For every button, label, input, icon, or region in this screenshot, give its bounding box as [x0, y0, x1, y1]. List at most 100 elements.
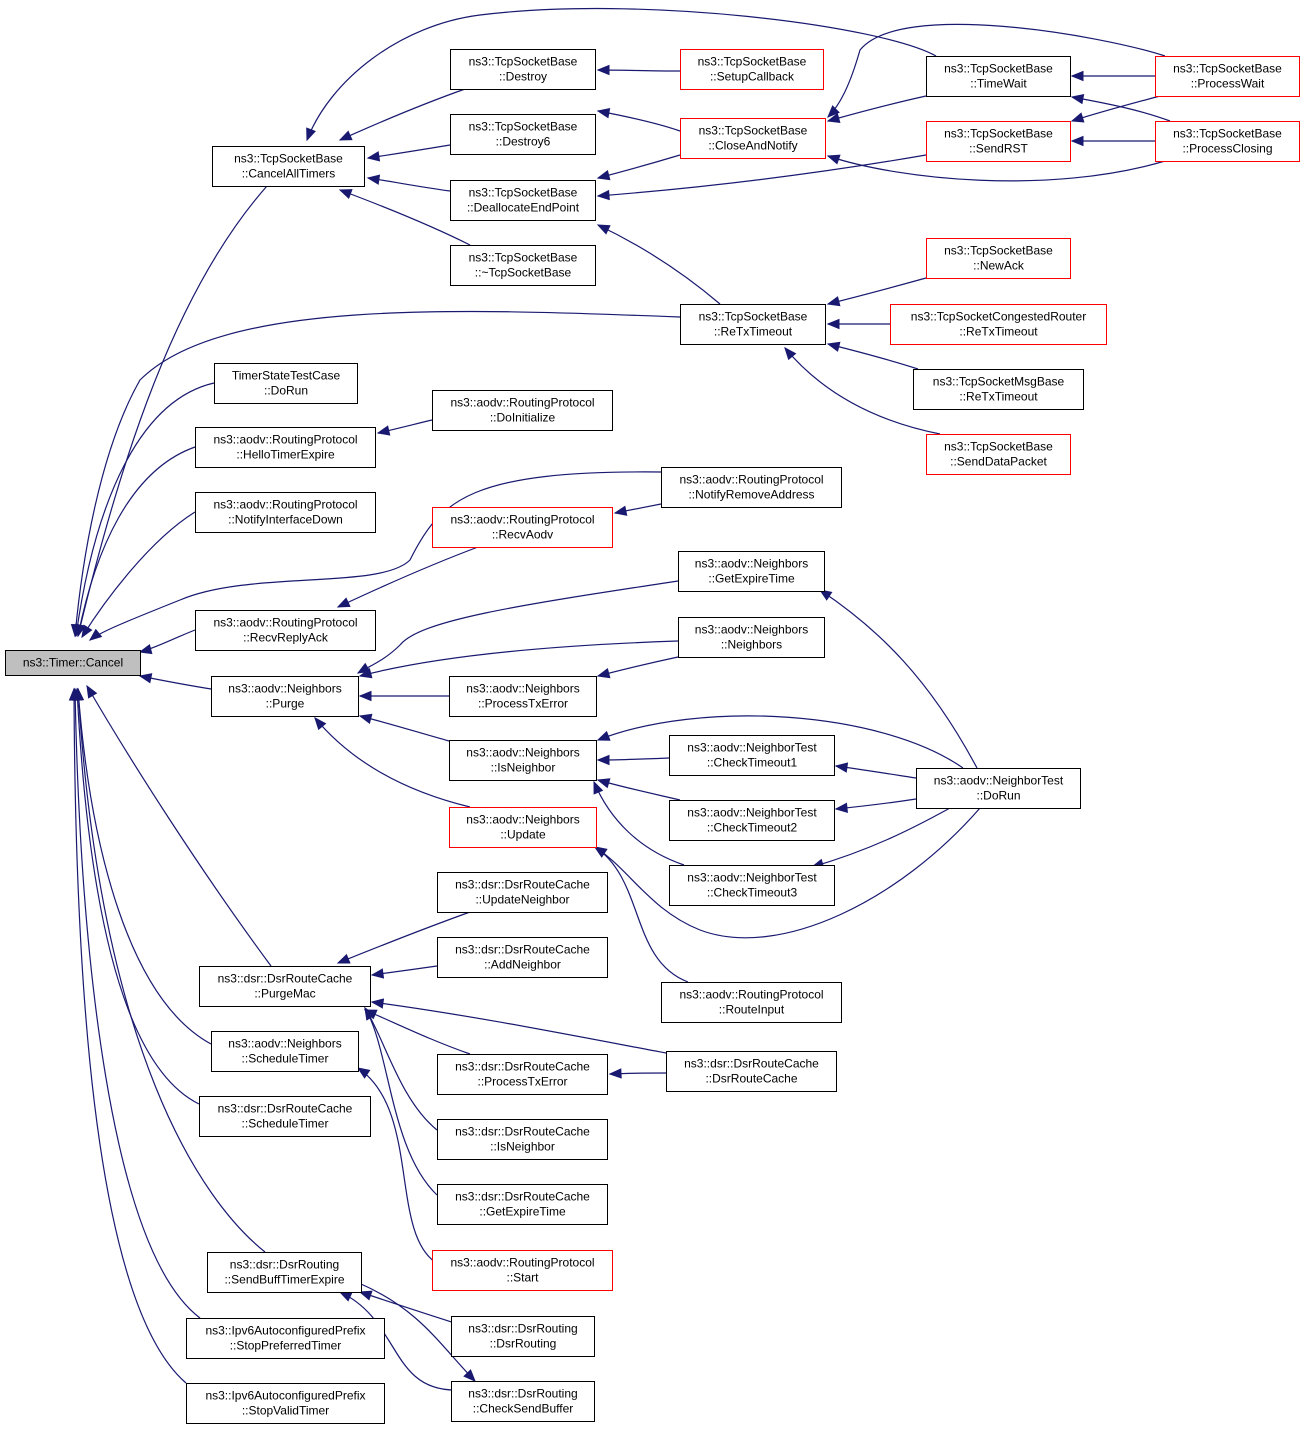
node-aodv_rp_hellotimerexpire[interactable]: ns3::aodv::RoutingProtocol::HelloTimerEx… — [195, 427, 376, 468]
node-timerstatetestcase_dorun[interactable]: TimerStateTestCase::DoRun — [214, 363, 358, 404]
node-tsb_processclosing[interactable]: ns3::TcpSocketBase::ProcessClosing — [1155, 121, 1300, 162]
node-tsb_retxtimeout[interactable]: ns3::TcpSocketBase::ReTxTimeout — [680, 304, 826, 345]
edge-ipv6_stopvalidtimer-to-timer_cancel — [68, 687, 187, 1384]
edge-line — [367, 144, 451, 159]
node-aodv_rp_routeinput[interactable]: ns3::aodv::RoutingProtocol::RouteInput — [661, 982, 842, 1023]
node-tsb_senddatapacket[interactable]: ns3::TcpSocketBase::SendDataPacket — [926, 434, 1071, 475]
arrowhead-icon — [138, 673, 153, 684]
node-aodv_nb_processtxerror[interactable]: ns3::aodv::Neighbors::ProcessTxError — [449, 676, 597, 717]
edge-aodv_nt_dorun-to-aodv_nt_checktimeout1 — [834, 762, 917, 779]
arrowhead-icon — [338, 130, 353, 141]
node-aodv_nt_checktimeout1[interactable]: ns3::aodv::NeighborTest::CheckTimeout1 — [669, 735, 835, 776]
edge-dsr_rc_dsrroutecache-to-dsr_rc_processtxerror — [608, 1068, 667, 1079]
node-tsb_setupcallback[interactable]: ns3::TcpSocketBase::SetupCallback — [680, 49, 824, 90]
node-aodv_rp_recvreplyack[interactable]: ns3::aodv::RoutingProtocol::RecvReplyAck — [195, 610, 376, 651]
node-dsr_rc_addneighbor[interactable]: ns3::dsr::DsrRouteCache::AddNeighbor — [437, 937, 608, 978]
node-dsr_r_sendbufftimerexpire[interactable]: ns3::dsr::DsrRouting::SendBuffTimerExpir… — [207, 1252, 362, 1293]
node-dsr_rc_scheduletimer[interactable]: ns3::dsr::DsrRouteCache::ScheduleTimer — [199, 1096, 371, 1137]
node-aodv_nt_checktimeout2[interactable]: ns3::aodv::NeighborTest::CheckTimeout2 — [669, 800, 835, 841]
node-box — [450, 180, 596, 221]
edge-aodv_nb_isneighbor-to-aodv_nb_purge — [358, 713, 450, 742]
node-aodv_nb_scheduletimer[interactable]: ns3::aodv::Neighbors::ScheduleTimer — [211, 1031, 359, 1072]
node-aodv_rp_start[interactable]: ns3::aodv::RoutingProtocol::Start — [432, 1250, 613, 1291]
node-ipv6_stoppreferredtimer[interactable]: ns3::Ipv6AutoconfiguredPrefix::StopPrefe… — [186, 1318, 385, 1359]
node-label-line: ns3::aodv::Neighbors — [695, 557, 808, 571]
node-aodv_nt_checktimeout3[interactable]: ns3::aodv::NeighborTest::CheckTimeout3 — [669, 865, 835, 906]
edge-tsb_sendrst-to-tsb_deallocateendpoint — [596, 154, 927, 201]
node-box — [678, 551, 825, 592]
node-box — [913, 369, 1084, 410]
node-dsr_rc_dsrroutecache[interactable]: ns3::dsr::DsrRouteCache::DsrRouteCache — [666, 1051, 837, 1092]
arrowhead-icon — [463, 1369, 476, 1382]
node-aodv_rp_doinitialize[interactable]: ns3::aodv::RoutingProtocol::DoInitialize — [432, 390, 613, 431]
node-tscr_retxtimeout[interactable]: ns3::TcpSocketCongestedRouter::ReTxTimeo… — [890, 304, 1107, 345]
node-box — [669, 865, 835, 906]
node-label-line: ::CheckTimeout2 — [707, 821, 798, 835]
node-aodv_nt_dorun[interactable]: ns3::aodv::NeighborTest::DoRun — [916, 768, 1081, 809]
edge-line — [597, 656, 679, 677]
edge-dsr_rc_processtxerror-to-dsr_rc_purgemac — [363, 1009, 471, 1055]
node-tsb_sendrst[interactable]: ns3::TcpSocketBase::SendRST — [926, 121, 1071, 162]
node-label-line: ns3::TcpSocketCongestedRouter — [911, 310, 1086, 324]
arrowhead-icon — [784, 346, 797, 361]
edge-aodv_nb_neighbors-to-aodv_nb_purge — [358, 640, 679, 679]
edge-tsb_timewait-to-tsb_cancelalltimers — [306, 7, 937, 142]
node-dsr_rc_updateneighbor[interactable]: ns3::dsr::DsrRouteCache::UpdateNeighbor — [437, 872, 608, 913]
node-tsb_deallocateendpoint[interactable]: ns3::TcpSocketBase::DeallocateEndPoint — [450, 180, 596, 221]
edge-line — [314, 717, 471, 808]
node-label-line: ns3::aodv::RoutingProtocol — [450, 396, 594, 410]
node-aodv_rp_recvaodv[interactable]: ns3::aodv::RoutingProtocol::RecvAodv — [432, 507, 613, 548]
node-label-line: ::RecvReplyAck — [243, 631, 329, 645]
node-dsr_r_checksendbuffer[interactable]: ns3::dsr::DsrRouting::CheckSendBuffer — [451, 1381, 595, 1422]
node-dsr_rc_purgemac[interactable]: ns3::dsr::DsrRouteCache::PurgeMac — [199, 966, 371, 1007]
node-ipv6_stopvalidtimer[interactable]: ns3::Ipv6AutoconfiguredPrefix::StopValid… — [186, 1383, 385, 1424]
arrowhead-icon — [596, 668, 611, 679]
node-dsr_rc_processtxerror[interactable]: ns3::dsr::DsrRouteCache::ProcessTxError — [437, 1054, 608, 1095]
node-tsb_closeandnotify[interactable]: ns3::TcpSocketBase::CloseAndNotify — [680, 118, 826, 159]
node-label-line: ns3::aodv::RoutingProtocol — [450, 1256, 594, 1270]
edge-line — [86, 685, 272, 967]
node-box — [661, 982, 842, 1023]
node-label-line: ::Purge — [266, 697, 305, 711]
node-label-line: ::Destroy6 — [496, 135, 551, 149]
node-aodv_nb_isneighbor[interactable]: ns3::aodv::Neighbors::IsNeighbor — [449, 740, 597, 781]
node-tsb_timewait[interactable]: ns3::TcpSocketBase::TimeWait — [926, 56, 1071, 97]
node-label-line: ::DsrRouteCache — [705, 1072, 797, 1086]
edge-tsb_processwait-to-tsb_closeandnotify — [827, 23, 1166, 118]
node-dsr_rc_isneighbor[interactable]: ns3::dsr::DsrRouteCache::IsNeighbor — [437, 1119, 608, 1160]
node-label-line: ns3::aodv::RoutingProtocol — [213, 616, 357, 630]
node-tsmb_retxtimeout[interactable]: ns3::TcpSocketMsgBase::ReTxTimeout — [913, 369, 1084, 410]
arrowhead-icon — [306, 127, 316, 142]
node-tsb_destroy6[interactable]: ns3::TcpSocketBase::Destroy6 — [450, 114, 596, 155]
node-tsb_processwait[interactable]: ns3::TcpSocketBase::ProcessWait — [1155, 56, 1300, 97]
node-label-line: ns3::Timer::Cancel — [23, 656, 123, 670]
edge-line — [74, 688, 201, 1319]
node-tsb_cancelalltimers[interactable]: ns3::TcpSocketBase::CancelAllTimers — [212, 146, 365, 187]
function-nodes: ns3::Timer::Cancel ns3::TcpSocketBase::Ca… — [5, 49, 1300, 1424]
node-aodv_rp_notifyinterfacedown[interactable]: ns3::aodv::RoutingProtocol::NotifyInterf… — [195, 492, 376, 533]
edge-line — [76, 688, 200, 1105]
edge-tscr_retxtimeout-to-tsb_retxtimeout — [826, 318, 890, 330]
edge-line — [81, 511, 196, 638]
node-box — [437, 1184, 608, 1225]
node-tsb_destroy[interactable]: ns3::TcpSocketBase::Destroy — [450, 49, 596, 90]
node-aodv_nb_update[interactable]: ns3::aodv::Neighbors::Update — [449, 807, 597, 848]
node-dsr_rc_getexpiretime[interactable]: ns3::dsr::DsrRouteCache::GetExpireTime — [437, 1184, 608, 1225]
node-box — [680, 49, 824, 90]
node-aodv_rp_notifyremoveaddress[interactable]: ns3::aodv::RoutingProtocol::NotifyRemove… — [661, 467, 842, 508]
node-label-line: ::HelloTimerExpire — [236, 448, 335, 462]
node-box — [926, 121, 1071, 162]
arrowhead-icon — [338, 189, 353, 199]
edge-tsb_senddatapacket-to-tsb_retxtimeout — [784, 346, 941, 435]
node-dsr_r_dsrrouting[interactable]: ns3::dsr::DsrRouting::DsrRouting — [451, 1316, 595, 1357]
edge-tsb_processclosing-to-tsb_closeandnotify — [826, 154, 1166, 182]
node-tsb_newack[interactable]: ns3::TcpSocketBase::NewAck — [926, 238, 1071, 279]
node-aodv_nb_neighbors[interactable]: ns3::aodv::Neighbors::Neighbors — [678, 617, 825, 658]
node-label-line: ns3::TcpSocketBase — [469, 186, 578, 200]
arrowhead-icon — [366, 174, 381, 185]
node-aodv_nb_getexpiretime[interactable]: ns3::aodv::Neighbors::GetExpireTime — [678, 551, 825, 592]
node-aodv_nb_purge[interactable]: ns3::aodv::Neighbors::Purge — [211, 676, 359, 717]
node-tsb_dtor[interactable]: ns3::TcpSocketBase::~TcpSocketBase — [450, 245, 596, 286]
edge-dsr_rc_dsrroutecache-to-dsr_rc_purgemac — [370, 998, 667, 1054]
node-timer_cancel[interactable]: ns3::Timer::Cancel — [5, 650, 141, 676]
